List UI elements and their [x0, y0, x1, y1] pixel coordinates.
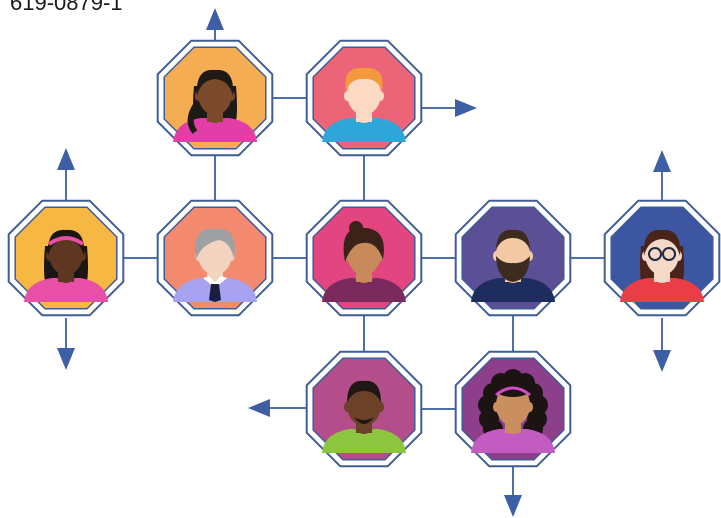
image-id-caption: 619-0879-1: [10, 0, 123, 15]
direction-arrows: [57, 8, 671, 517]
direction-arrow: [206, 8, 224, 41]
avatar-node: [454, 350, 572, 468]
bearded-man-avatar-icon: [471, 229, 555, 302]
woman-headband-avatar-icon: [24, 229, 108, 302]
woman-curly-hair-avatar-icon: [471, 369, 555, 453]
man-orange-hair-avatar-icon: [322, 67, 406, 142]
woman-short-hair-avatar-icon: [322, 221, 406, 302]
avatar-node: [156, 199, 274, 317]
avatar-node: [454, 199, 572, 317]
direction-arrow: [57, 318, 75, 370]
gray-haired-man-tie-avatar-icon: [173, 228, 257, 302]
avatar-nodes: [7, 39, 721, 468]
woman-ponytail-avatar-icon: [173, 69, 257, 142]
avatar-node: [603, 199, 721, 317]
direction-arrow: [653, 150, 671, 200]
avatar-node: [305, 199, 423, 317]
woman-glasses-avatar-icon: [620, 229, 704, 302]
avatar-node: [7, 199, 125, 317]
direction-arrow: [504, 467, 522, 517]
direction-arrow: [653, 318, 671, 372]
avatar-node: [305, 39, 423, 157]
direction-arrow: [57, 148, 75, 200]
avatar-node: [305, 350, 423, 468]
direction-arrow: [248, 399, 306, 417]
man-goatee-avatar-icon: [322, 380, 406, 453]
avatar-node: [156, 39, 274, 157]
direction-arrow: [420, 99, 477, 117]
